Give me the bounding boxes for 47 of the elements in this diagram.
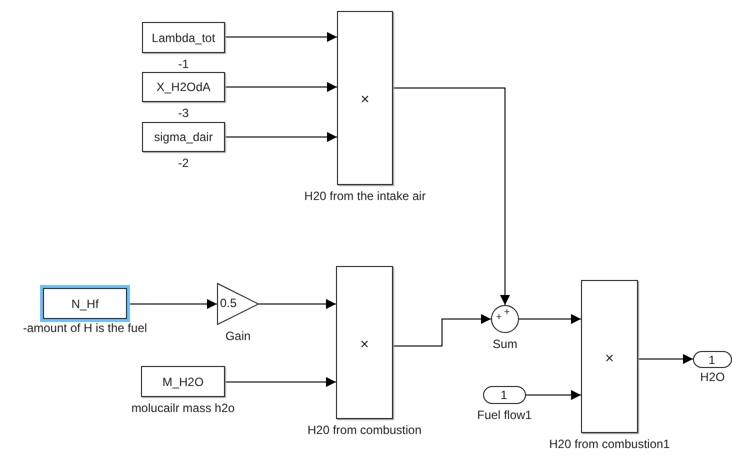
block-caption: molucailr mass h2o — [131, 401, 235, 415]
block-label: Lambda_tot — [150, 30, 216, 44]
signal-arrow — [258, 299, 336, 309]
signal-arrow — [392, 88, 510, 306]
block-caption: Fuel flow1 — [477, 408, 532, 422]
signal-arrow — [224, 82, 338, 92]
sum-block — [491, 305, 519, 333]
signal-arrow — [526, 390, 582, 400]
constant-block — [142, 72, 225, 102]
port-block — [693, 351, 732, 368]
product-block — [337, 11, 393, 185]
block-caption: -amount of H is the fuel — [22, 321, 148, 335]
signal-arrow — [224, 132, 338, 142]
signal-arrow — [224, 32, 338, 42]
block-label: X_H2OdA — [155, 80, 212, 94]
plus-sign: + — [504, 307, 510, 318]
block-label: 0.5 — [220, 296, 237, 310]
block-caption: -2 — [178, 156, 189, 170]
multiply-sign: × — [359, 336, 370, 352]
block-caption: -3 — [178, 106, 189, 120]
constant-block — [142, 22, 225, 53]
block-label: sigma_dair — [153, 130, 214, 144]
constant-block — [142, 122, 225, 152]
signal-arrow — [224, 377, 336, 387]
block-caption: H20 from the intake air — [304, 189, 426, 203]
plus-sign: + — [496, 312, 502, 323]
block-caption: Gain — [225, 329, 251, 343]
product-block — [581, 280, 638, 433]
multiply-sign: × — [604, 350, 615, 366]
port-block — [483, 386, 526, 404]
product-block — [336, 266, 393, 419]
block-label: M_H2O — [161, 374, 205, 388]
block-caption: -1 — [178, 57, 189, 71]
block-label: N_Hf — [70, 296, 100, 310]
block-caption: H2O — [700, 370, 725, 384]
gain-block — [217, 283, 259, 325]
block-caption: H20 from combustion1 — [549, 437, 670, 451]
signal-arrow — [518, 314, 582, 324]
block-label: 1 — [708, 352, 716, 366]
constant-block — [43, 288, 127, 319]
block-caption: H20 from combustion — [307, 423, 422, 437]
block-label: 1 — [500, 388, 508, 402]
multiply-sign: × — [360, 91, 370, 108]
signal-arrow — [638, 354, 694, 364]
block-caption: Sum — [492, 337, 518, 351]
signal-arrow — [392, 314, 492, 346]
constant-block — [141, 366, 225, 397]
